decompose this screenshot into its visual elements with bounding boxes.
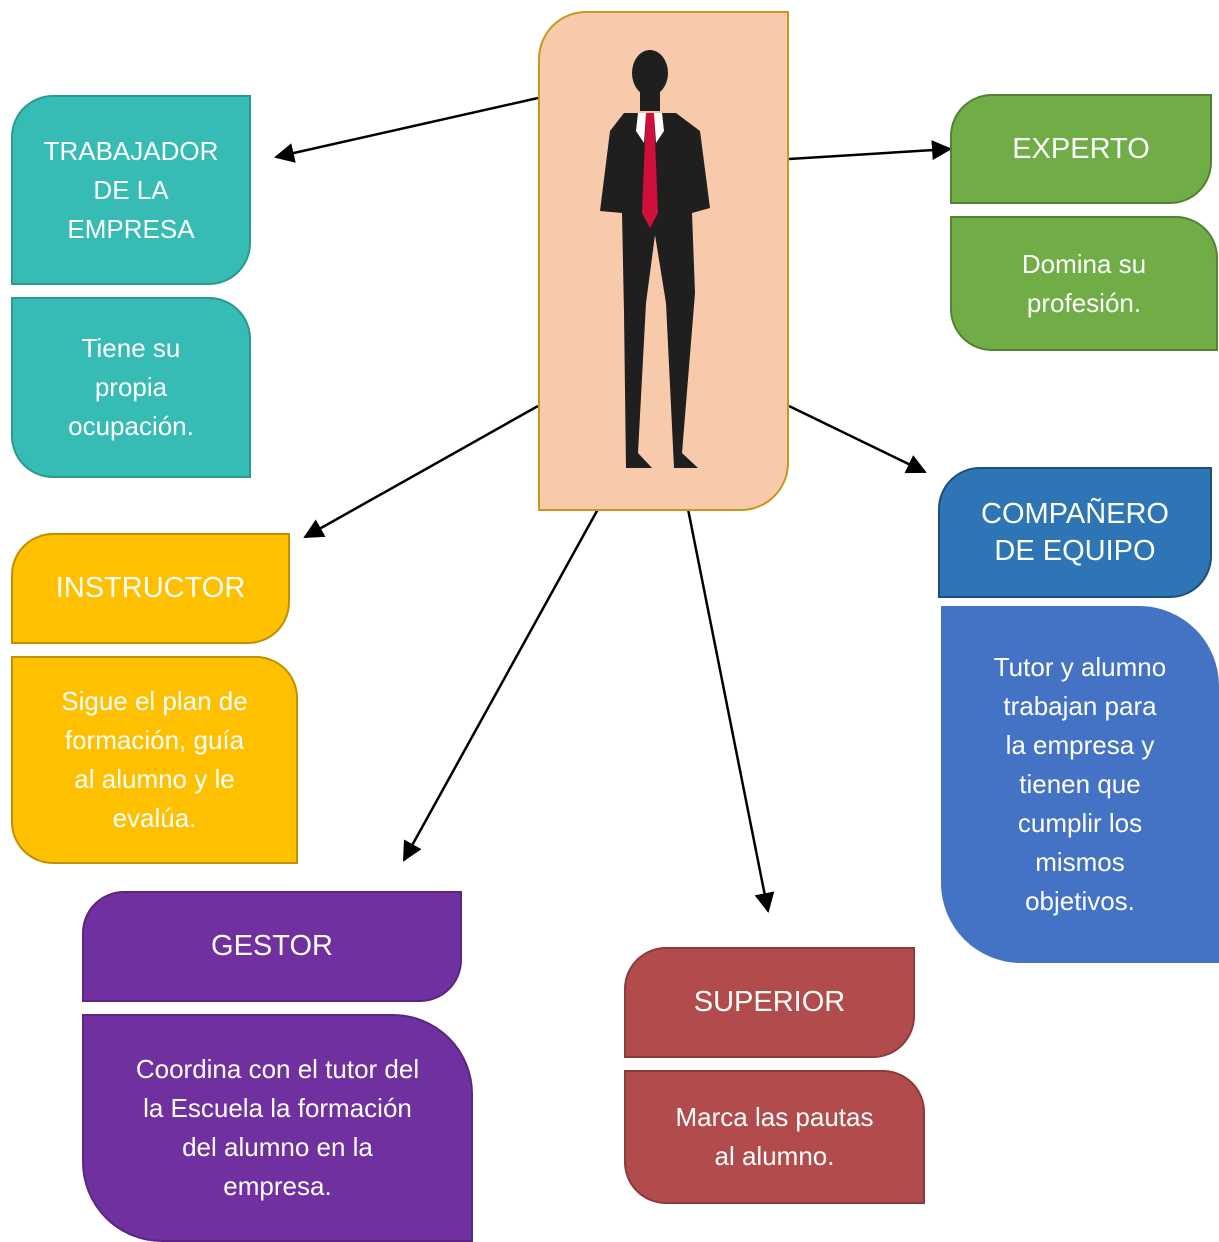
gestor-description-box: Coordina con el tutor del la Escuela la … <box>82 1014 473 1242</box>
arrow-to-trabajador <box>274 96 539 163</box>
superior-title: SUPERIOR <box>693 986 846 1019</box>
arrow-to-experto <box>788 140 952 161</box>
arrow-to-gestor <box>402 508 600 862</box>
arrow-to-instructor <box>303 404 539 539</box>
instructor-title-box: INSTRUCTOR <box>11 533 290 644</box>
instructor-title: INSTRUCTOR <box>55 572 246 605</box>
trabajador-title-box: TRABAJADOR DE LA EMPRESA <box>11 95 251 285</box>
trabajador-description-box: Tiene su propia ocupación. <box>11 297 251 478</box>
experto-title-box: EXPERTO <box>950 94 1212 204</box>
instructor-description-box: Sigue el plan de formación, guía al alum… <box>11 656 298 864</box>
arrow-to-superior <box>686 508 775 913</box>
companero-title-box: COMPAÑERO DE EQUIPO <box>938 467 1212 598</box>
experto-title: EXPERTO <box>1012 132 1150 165</box>
arrow-to-companero <box>788 404 927 474</box>
superior-title-box: SUPERIOR <box>624 947 915 1058</box>
experto-description: Domina su profesión. <box>1021 248 1147 318</box>
companero-title: COMPAÑERO DE EQUIPO <box>981 498 1169 567</box>
trabajador-title: TRABAJADOR DE LA EMPRESA <box>43 135 219 244</box>
companero-description-box: Tutor y alumno trabajan para la empresa … <box>941 606 1219 963</box>
superior-description-box: Marca las pautas al alumno. <box>624 1070 925 1204</box>
center-figure-box <box>538 11 789 511</box>
gestor-description: Coordina con el tutor del la Escuela la … <box>135 1054 420 1201</box>
companero-description: Tutor y alumno trabajan para la empresa … <box>993 652 1167 916</box>
trabajador-description: Tiene su propia ocupación. <box>68 333 194 441</box>
instructor-description: Sigue el plan de formación, guía al alum… <box>61 686 248 833</box>
experto-description-box: Domina su profesión. <box>950 216 1218 351</box>
gestor-title-box: GESTOR <box>82 891 462 1002</box>
gestor-title: GESTOR <box>211 930 333 963</box>
superior-description: Marca las pautas al alumno. <box>675 1102 874 1171</box>
businessman-silhouette-icon <box>600 50 710 468</box>
